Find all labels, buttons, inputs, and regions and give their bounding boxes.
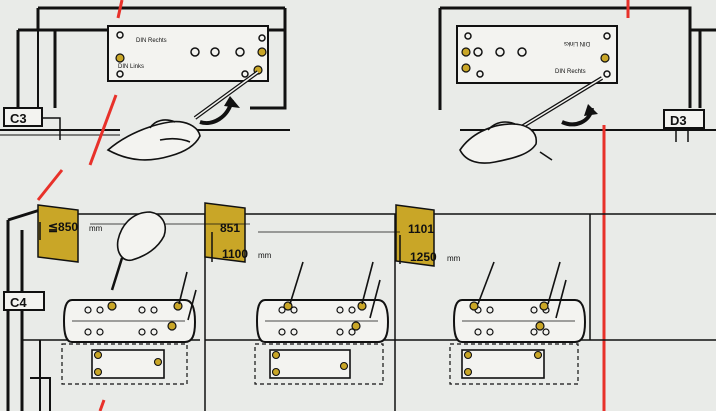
door-width-card-1: ≦850 mm <box>37 204 103 263</box>
door-width-3-max: 1250 <box>410 250 437 264</box>
step-label-c3: C3 <box>10 111 27 126</box>
panel-d3: DIN Rechts DIN Links D3 <box>438 6 716 164</box>
plate-holes-d3 <box>464 32 611 78</box>
door-width-1-unit: mm <box>89 224 103 233</box>
red-guide-lines <box>36 0 630 411</box>
panel-c3: DIN Rechts DIN Links C3 <box>0 6 290 161</box>
dimension-markers <box>39 222 401 264</box>
template-outlines <box>61 343 579 385</box>
base-plate-screws <box>93 350 543 377</box>
door-width-2-unit: mm <box>258 251 272 260</box>
closer-holes <box>84 306 550 336</box>
step-label-d3: D3 <box>670 113 687 128</box>
brass-screws-d3 <box>461 47 610 73</box>
base-plates <box>91 349 545 379</box>
door-width-card-3: 1101 1250 mm <box>395 204 461 267</box>
plate-label-din-links-d3: DIN Links <box>564 40 590 46</box>
hand-icon <box>106 119 201 161</box>
panel-c4: C4 ≦850 mm 851 1100 mm 1101 1250 mm <box>3 202 716 411</box>
door-width-2-min: 851 <box>220 221 240 235</box>
hand-icon <box>110 211 166 291</box>
step-label-c4: C4 <box>10 295 27 310</box>
door-width-3-unit: mm <box>447 254 461 263</box>
door-width-3-min: 1101 <box>408 222 434 236</box>
screwdriver-icon <box>193 70 260 120</box>
brass-screws-c4 <box>107 301 549 331</box>
door-width-1-value: ≦850 <box>48 220 78 234</box>
door-width-2-max: 1100 <box>222 247 248 261</box>
door-width-card-2: 851 1100 mm <box>204 202 272 263</box>
plate-label-din-rechts-c3: DIN Rechts <box>136 38 167 44</box>
screw-icon <box>178 261 567 321</box>
plate-label-din-rechts-d3: DIN Rechts <box>555 69 586 75</box>
plate-label-din-links-c3: DIN Links <box>118 64 144 70</box>
plate-holes-c3 <box>116 31 266 78</box>
screwdriver-icon <box>518 76 604 130</box>
brass-screws-c3 <box>115 47 267 75</box>
hand-icon <box>459 121 553 164</box>
closer-body-2 <box>255 299 390 343</box>
